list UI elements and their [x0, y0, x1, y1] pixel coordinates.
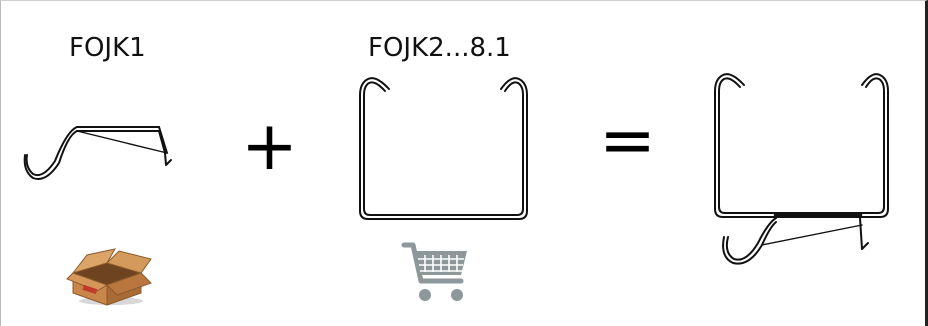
- item-label-fojk2: FOJK2...8.1: [368, 33, 511, 63]
- shelf-with-bracket-drawing: [714, 73, 889, 265]
- plus-sign: +: [241, 107, 298, 186]
- shelf-fojk2-drawing: [359, 77, 528, 220]
- cardboard-box-icon: [66, 248, 152, 306]
- equals-sign: =: [599, 101, 656, 180]
- bracket-fojk1-drawing: [23, 126, 172, 180]
- item-label-fojk1: FOJK1: [69, 33, 146, 63]
- shopping-cart-icon: [401, 242, 467, 301]
